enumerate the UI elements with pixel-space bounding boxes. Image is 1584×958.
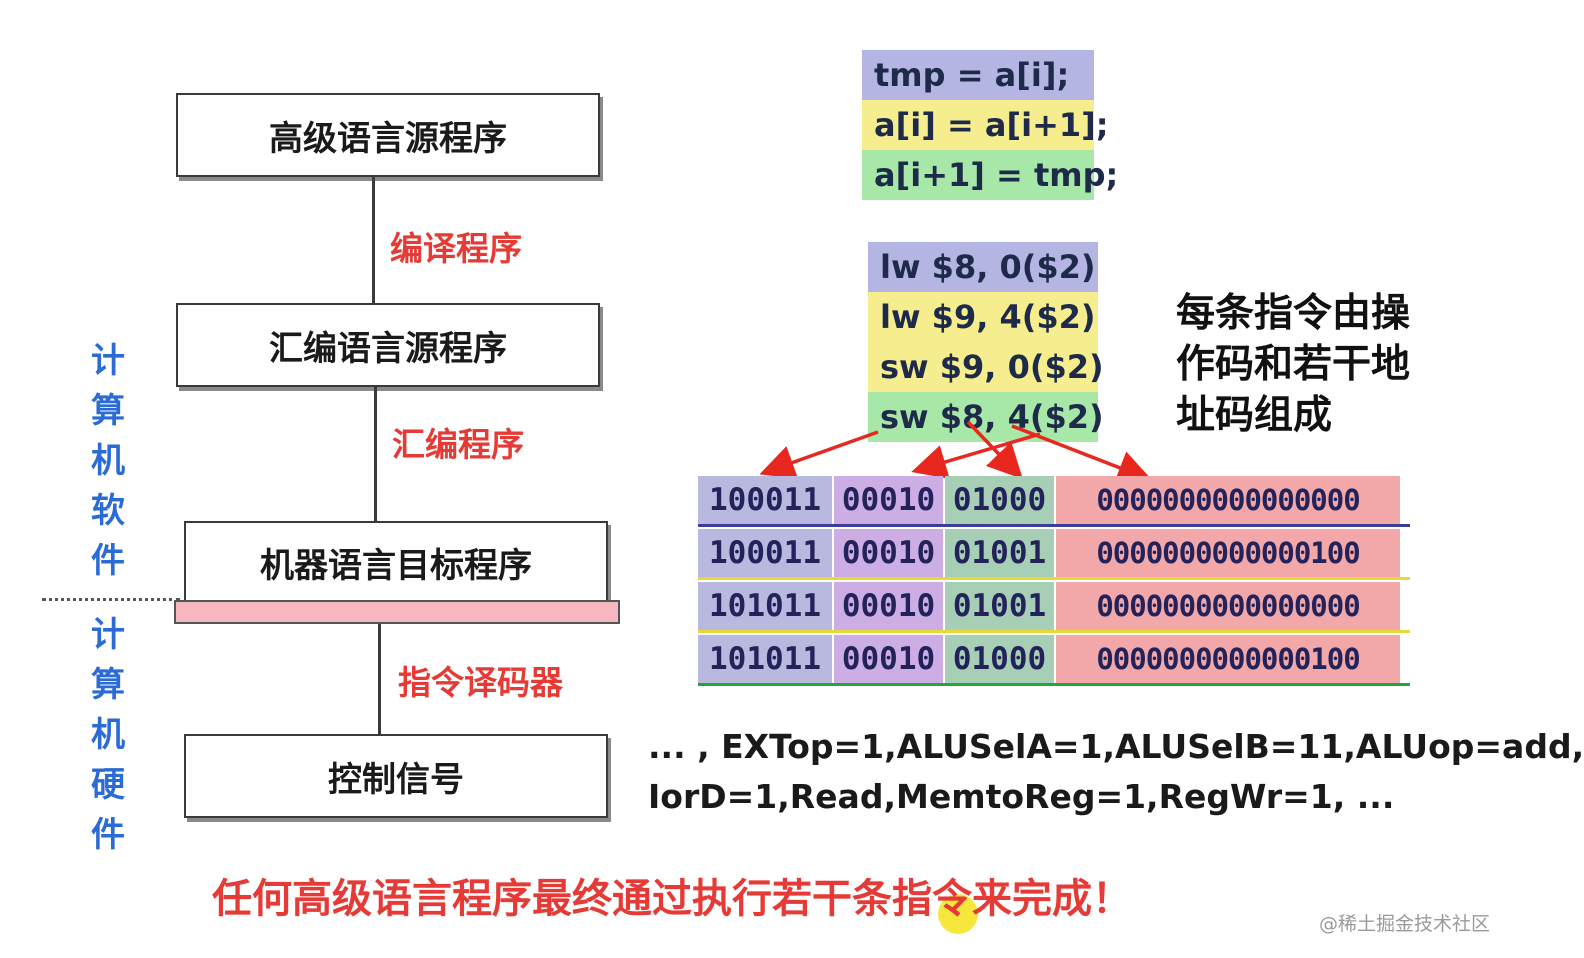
box-control-signals: 控制信号	[184, 734, 608, 818]
mc-opcode: 100011	[698, 476, 832, 524]
arrow-immediate	[1011, 424, 1153, 485]
machine-code-row: 101011 00010 01001 0000000000000000	[698, 582, 1410, 633]
connector-line-3	[378, 624, 381, 734]
box-high-level-source: 高级语言源程序	[176, 93, 600, 177]
box-assembly-source-label: 汇编语言源程序	[269, 328, 507, 369]
mc-rt: 01000	[945, 476, 1054, 524]
mc-rt: 01001	[945, 582, 1054, 630]
asm-code-line-2: lw $9, 4($2)	[868, 292, 1098, 342]
mc-immediate: 0000000000000100	[1056, 529, 1400, 577]
mc-rs: 00010	[834, 582, 943, 630]
mc-opcode: 100011	[698, 529, 832, 577]
asm-code-line-4: sw $8, 4($2)	[868, 392, 1104, 442]
machine-code-row: 100011 00010 01000 0000000000000000	[698, 476, 1410, 527]
watermark: @稀土掘金技术社区	[1318, 913, 1490, 935]
box-machine-object: 机器语言目标程序	[184, 521, 608, 603]
box-high-level-source-label: 高级语言源程序	[269, 118, 507, 159]
control-signal-list: ... , EXTop=1,ALUSelA=1,ALUSelB=11,ALUop…	[648, 722, 1584, 822]
software-hardware-boundary-bar	[174, 600, 620, 624]
mc-rs: 00010	[834, 476, 943, 524]
step-instruction-decoder: 指令译码器	[398, 663, 563, 702]
high-level-code: tmp = a[i]; a[i] = a[i+1]; a[i+1] = tmp;	[862, 50, 1118, 200]
box-machine-object-label: 机器语言目标程序	[260, 545, 532, 586]
box-assembly-source: 汇编语言源程序	[176, 303, 600, 387]
connector-line-1	[372, 177, 375, 303]
mc-opcode: 101011	[698, 582, 832, 630]
mc-rt: 01001	[945, 529, 1054, 577]
control-signal-line-1: ... , EXTop=1,ALUSelA=1,ALUSelB=11,ALUop…	[648, 727, 1584, 766]
control-signal-line-2: IorD=1,Read,MemtoReg=1,RegWr=1, ...	[648, 777, 1395, 816]
mc-rt: 01000	[945, 635, 1054, 683]
mc-immediate: 0000000000000000	[1056, 582, 1400, 630]
mc-immediate: 0000000000000100	[1056, 635, 1400, 683]
assembly-code: lw $8, 0($2) lw $9, 4($2) sw $9, 0($2) s…	[868, 242, 1104, 442]
software-hardware-divider	[42, 598, 180, 601]
side-label-software: 计算机软件	[91, 341, 125, 581]
arrow-rs	[911, 432, 1041, 479]
hl-code-line-2: a[i] = a[i+1];	[862, 100, 1109, 150]
arrow-opcode	[759, 430, 879, 480]
hl-code-line-3: a[i+1] = tmp;	[862, 150, 1118, 200]
mc-immediate: 0000000000000000	[1056, 476, 1400, 524]
mc-rs: 00010	[834, 529, 943, 577]
conclusion-text: 任何高级语言程序最终通过执行若干条指令来完成！	[212, 876, 1132, 922]
mc-opcode: 101011	[698, 635, 832, 683]
asm-code-line-3: sw $9, 0($2)	[868, 342, 1104, 392]
step-compiler: 编译程序	[390, 229, 522, 268]
step-assembler: 汇编程序	[392, 425, 524, 464]
box-control-signals-label: 控制信号	[328, 759, 464, 800]
hl-code-line-1: tmp = a[i];	[862, 50, 1094, 100]
side-label-hardware: 计算机硬件	[91, 615, 125, 855]
machine-code-table: 100011 00010 01000 0000000000000000 1000…	[698, 476, 1410, 688]
asm-code-line-1: lw $8, 0($2)	[868, 242, 1098, 292]
field-mapping-arrows	[759, 420, 1153, 485]
cursor-highlight	[938, 894, 978, 934]
machine-code-row: 100011 00010 01001 0000000000000100	[698, 529, 1410, 580]
connector-line-2	[374, 387, 377, 521]
arrow-rt	[966, 420, 1023, 480]
instruction-format-description: 每条指令由操作码和若干地址码组成	[1176, 291, 1411, 438]
machine-code-row: 101011 00010 01000 0000000000000100	[698, 635, 1410, 686]
mc-rs: 00010	[834, 635, 943, 683]
